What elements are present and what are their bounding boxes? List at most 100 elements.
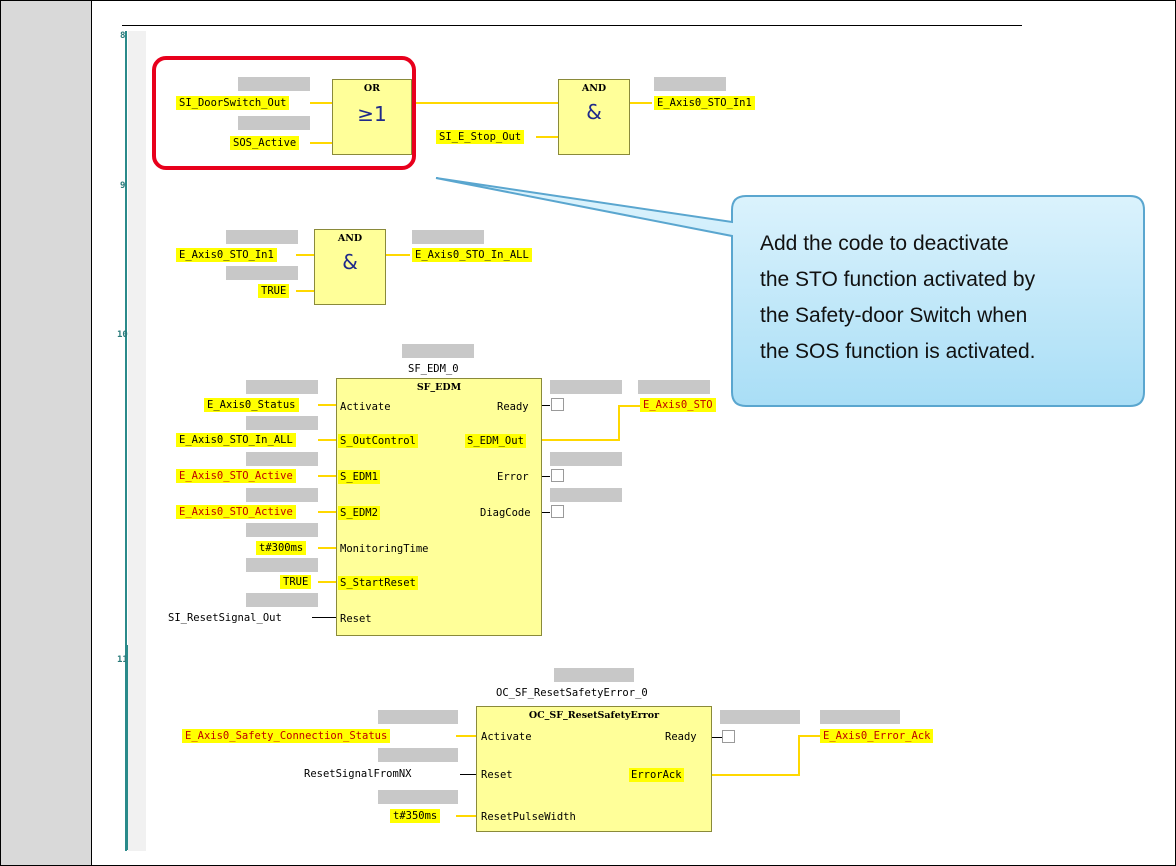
comment-placeholder [378, 790, 458, 804]
wire [318, 511, 336, 513]
var-sto-in1[interactable]: E_Axis0_STO_In1 [654, 96, 755, 110]
callout-line-4: the SOS function is activated. [760, 340, 1036, 363]
block-type: SF_EDM [416, 382, 462, 393]
wire [542, 476, 550, 477]
var-sto-in-all[interactable]: E_Axis0_STO_In_ALL [412, 248, 532, 262]
comment-placeholder [246, 416, 318, 430]
comment-placeholder [226, 230, 298, 244]
output-box[interactable] [551, 398, 564, 411]
var-reset-signal[interactable]: SI_ResetSignal_Out [168, 612, 282, 624]
var-sto-in-all-input[interactable]: E_Axis0_STO_In_ALL [176, 433, 296, 447]
wire [318, 439, 336, 441]
power-rail [125, 31, 127, 851]
var-axis0-status[interactable]: E_Axis0_Status [204, 398, 299, 412]
comment-placeholder [238, 116, 310, 130]
and-block[interactable]: AND & [314, 229, 386, 305]
comment-placeholder [246, 593, 318, 607]
var-sto-in1-input[interactable]: E_Axis0_STO_In1 [176, 248, 277, 262]
var-axis0-sto[interactable]: E_Axis0_STO [640, 398, 716, 412]
var-time-350[interactable]: t#350ms [390, 809, 441, 823]
output-box[interactable] [722, 730, 735, 743]
wire [310, 102, 332, 104]
wire [296, 290, 314, 292]
callout-line-3: the Safety-door Switch when [760, 304, 1028, 327]
var-reset-signal-nx[interactable]: ResetSignalFromNX [304, 768, 412, 780]
pin-diagcode: DiagCode [480, 507, 531, 519]
wire [386, 254, 410, 256]
comment-placeholder [246, 488, 318, 502]
var-e-stop[interactable]: SI_E_Stop_Out [436, 130, 525, 144]
pin-activate: Activate [481, 731, 532, 743]
var-true[interactable]: TRUE [258, 284, 290, 298]
wire [798, 735, 820, 737]
wire [712, 774, 800, 776]
pin-s-edm1: S_EDM1 [338, 470, 380, 484]
pin-reset-pulse-width: ResetPulseWidth [481, 811, 576, 823]
var-error-ack[interactable]: E_Axis0_Error_Ack [820, 729, 934, 743]
comment-placeholder [238, 77, 310, 91]
wire [618, 405, 620, 441]
wire [412, 102, 558, 104]
comment-placeholder [820, 710, 900, 724]
pin-s-outcontrol: S_OutControl [338, 434, 418, 448]
comment-placeholder [720, 710, 800, 724]
comment-placeholder [654, 77, 726, 91]
comment-placeholder [554, 668, 634, 682]
and-symbol: & [586, 100, 602, 124]
and-block[interactable]: AND & [558, 79, 630, 155]
output-box[interactable] [551, 469, 564, 482]
var-true-startreset[interactable]: TRUE [280, 575, 312, 589]
block-title: AND [337, 233, 363, 244]
comment-placeholder [550, 488, 622, 502]
wire [542, 405, 550, 406]
var-safety-connection-status[interactable]: E_Axis0_Safety_Connection_Status [182, 729, 391, 743]
wire [310, 142, 332, 144]
rail-shade [128, 31, 146, 851]
fb-instance-name: OC_SF_ResetSafetyError_0 [496, 687, 648, 699]
pin-activate: Activate [340, 401, 391, 413]
wire [460, 774, 476, 775]
wire [542, 439, 620, 441]
var-sos-active[interactable]: SOS_Active [230, 136, 300, 150]
wire [318, 581, 336, 583]
or-symbol: ≥1 [357, 102, 387, 126]
wire [312, 617, 336, 618]
pin-ready: Ready [665, 731, 697, 743]
rung-number-10: 10 [117, 330, 128, 340]
block-type: OC_SF_ResetSafetyError [528, 710, 660, 721]
highlight-box [152, 56, 416, 170]
comment-placeholder [246, 558, 318, 572]
pin-reset: Reset [340, 613, 372, 625]
var-sto-active-1[interactable]: E_Axis0_STO_Active [176, 469, 296, 483]
callout-line-2: the STO function activated by [760, 268, 1036, 291]
wire [542, 512, 550, 513]
ladder-editor [92, 1, 1175, 865]
comment-placeholder [246, 452, 318, 466]
wire [798, 735, 800, 776]
wire [536, 136, 558, 138]
pin-error-ack: ErrorAck [629, 768, 684, 782]
callout-line-1: Add the code to deactivate [760, 232, 1009, 255]
comment-placeholder [638, 380, 710, 394]
wire [456, 735, 476, 737]
wire [296, 254, 314, 256]
rung-number-9: 9 [120, 181, 126, 191]
and-symbol: & [342, 250, 358, 274]
fb-instance-name: SF_EDM_0 [408, 363, 459, 375]
or-block[interactable]: OR ≥1 [332, 79, 412, 155]
left-margin-column [1, 1, 92, 865]
pin-reset: Reset [481, 769, 513, 781]
comment-placeholder [412, 230, 484, 244]
block-title: AND [581, 83, 607, 94]
pin-ready: Ready [497, 401, 529, 413]
wire [456, 815, 476, 817]
var-door-switch[interactable]: SI_DoorSwitch_Out [176, 96, 290, 110]
var-sto-active-2[interactable]: E_Axis0_STO_Active [176, 505, 296, 519]
wire [318, 404, 336, 406]
comment-placeholder [226, 266, 298, 280]
rung-number-11: 11 [117, 655, 128, 665]
comment-placeholder [246, 380, 318, 394]
comment-placeholder [246, 523, 318, 537]
output-box[interactable] [551, 505, 564, 518]
var-time-300[interactable]: t#300ms [256, 541, 307, 555]
